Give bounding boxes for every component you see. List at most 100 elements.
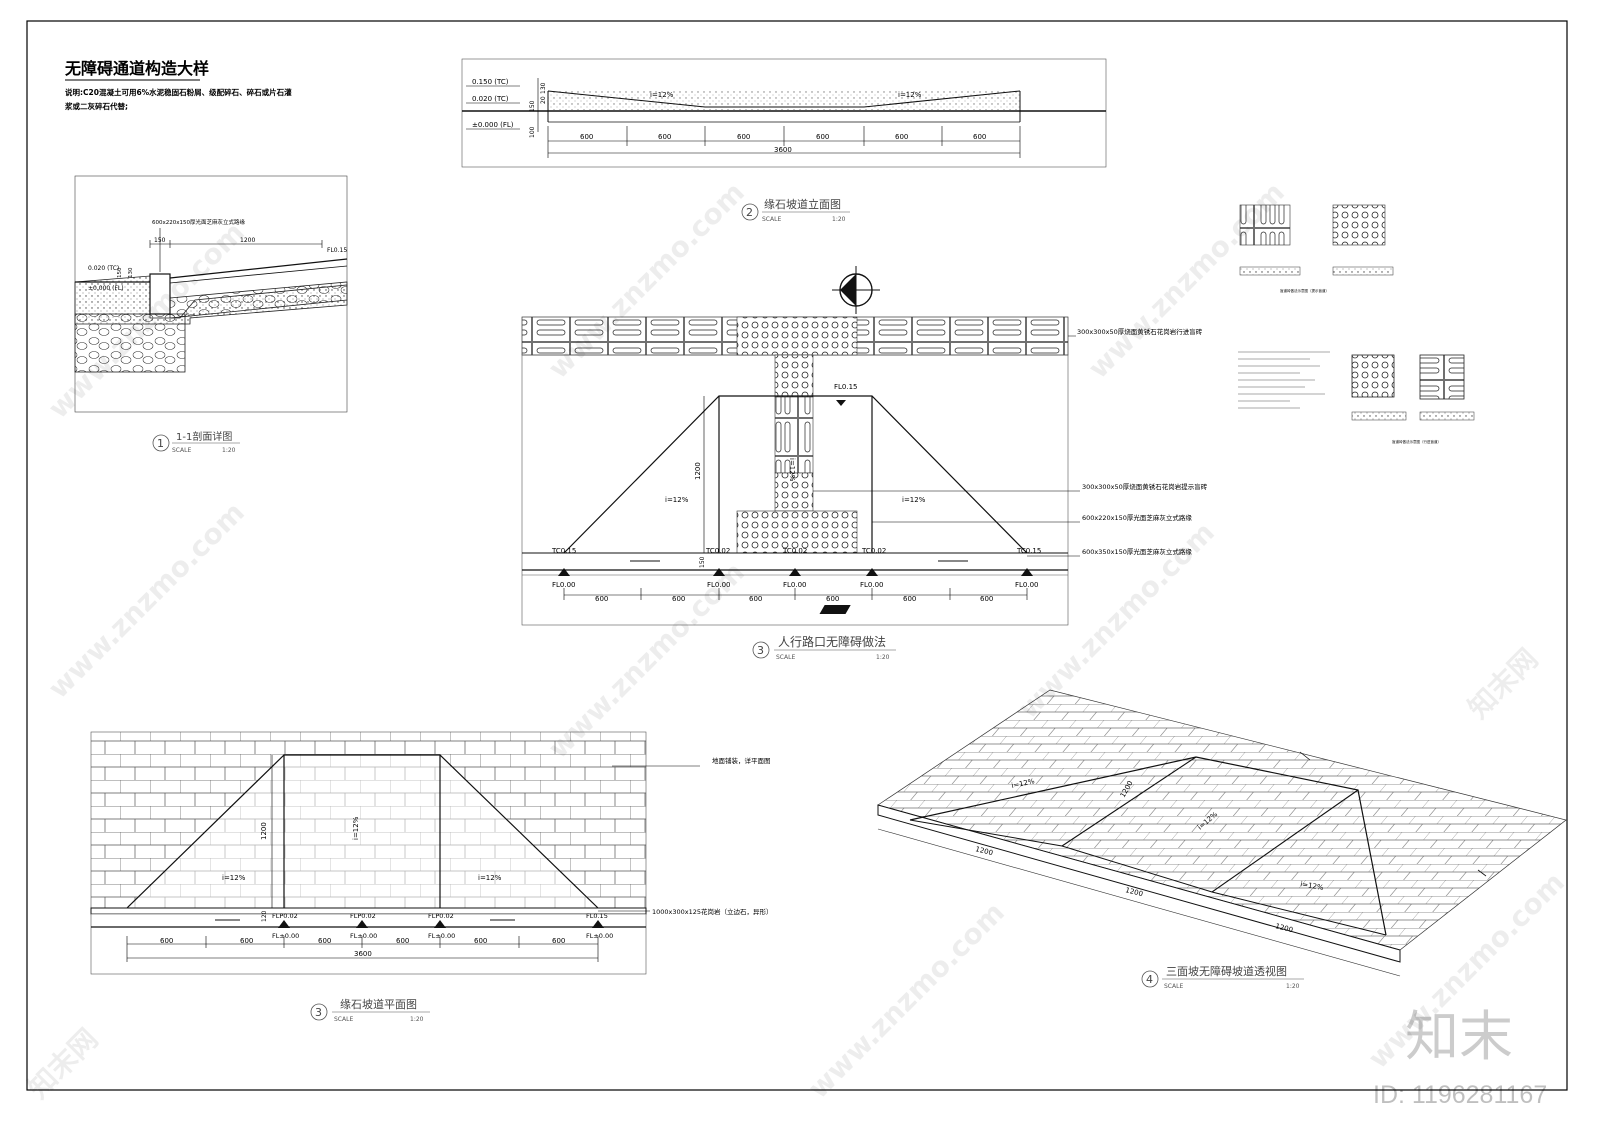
sheet-border <box>26 20 1568 1091</box>
watermark-brand: 知末 <box>1405 1007 1513 1067</box>
crossing-label-3: 600x220x150厚光面芝麻灰立式路缘 <box>1082 513 1192 522</box>
svg-text:600: 600 <box>973 133 986 141</box>
svg-text:600: 600 <box>737 133 750 141</box>
svg-text:600: 600 <box>240 937 253 945</box>
section-fl0: ±0.000 (FL) <box>88 285 124 292</box>
section-detail: 600x220x150厚光面芝麻灰立式路缘 150 1200 FL0.15 0.… <box>74 175 348 413</box>
svg-text:2: 2 <box>746 206 753 219</box>
svg-text:SCALE: SCALE <box>762 216 781 223</box>
crossing-label-2: 300x300x50厚烧面黄锈石花岗岩提示盲砖 <box>1082 482 1208 491</box>
svg-text:TC0.02: TC0.02 <box>782 547 807 555</box>
svg-text:600: 600 <box>895 133 908 141</box>
plan-slope-right: i=12% <box>478 874 502 882</box>
svg-text:130: 130 <box>540 82 547 94</box>
svg-text:600: 600 <box>474 937 487 945</box>
svg-text:600: 600 <box>396 937 409 945</box>
svg-text:www.znzmo.com: www.znzmo.com <box>1012 516 1221 725</box>
svg-text:20: 20 <box>540 96 547 104</box>
svg-text:600: 600 <box>749 595 762 603</box>
svg-text:600: 600 <box>580 133 593 141</box>
svg-text:600: 600 <box>595 595 608 603</box>
crossing-top-level: FL0.15 <box>834 383 858 391</box>
section-h1: 150 <box>117 267 123 278</box>
plan-total: 3600 <box>354 950 372 958</box>
tactile-mid-caption: 盲道砖做法示意图（行进盲道） <box>1392 439 1441 444</box>
svg-text:1:20: 1:20 <box>410 1016 424 1023</box>
sheet-title: 无障碍通道构造大样 <box>64 59 209 78</box>
crossing-caption: 3 人行路口无障碍做法 SCALE 1:20 <box>752 634 896 661</box>
svg-text:SCALE: SCALE <box>334 1016 353 1023</box>
svg-text:SCALE: SCALE <box>1164 983 1183 990</box>
elev-level-2: 0.020 (TC) <box>472 95 509 103</box>
svg-text:FL0.00: FL0.00 <box>552 581 576 589</box>
svg-text:150: 150 <box>529 100 536 112</box>
svg-text:150: 150 <box>699 556 706 568</box>
svg-text:FL0.00: FL0.00 <box>860 581 884 589</box>
crossing-slope-left: i=12% <box>665 496 689 504</box>
section-caption: 1 1-1剖面详图 SCALE 1:20 <box>152 430 240 454</box>
svg-text:知末网: 知末网 <box>1462 642 1545 725</box>
crossing-label-1: 300x300x50厚烧面黄锈石花岗岩行进盲砖 <box>1077 327 1203 336</box>
svg-text:1:20: 1:20 <box>1286 983 1300 990</box>
svg-text:FLP0.02: FLP0.02 <box>272 912 298 920</box>
section-h2: 130 <box>128 267 134 278</box>
svg-text:600: 600 <box>672 595 685 603</box>
svg-text:FL±0.00: FL±0.00 <box>428 932 455 940</box>
plan-label-2: 1000x300x125花岗岩（立边石，异形） <box>652 907 773 916</box>
svg-text:600: 600 <box>160 937 173 945</box>
svg-text:100: 100 <box>529 126 536 138</box>
crossing-title: 人行路口无障碍做法 <box>778 634 886 649</box>
svg-text:www.znzmo.com: www.znzmo.com <box>42 496 251 705</box>
svg-text:TC0.15: TC0.15 <box>551 547 576 555</box>
tactile-detail-mid: 盲道砖做法示意图（行进盲道） <box>1238 351 1475 444</box>
plan-slope-mid: i=12% <box>352 816 360 840</box>
svg-text:SCALE: SCALE <box>776 654 795 661</box>
plan-label-1: 地面铺装，详平面图 <box>712 756 771 765</box>
svg-text:600: 600 <box>903 595 916 603</box>
svg-text:TC0.15: TC0.15 <box>1016 547 1041 555</box>
svg-text:SCALE: SCALE <box>172 447 191 454</box>
svg-text:600: 600 <box>658 133 671 141</box>
svg-text:1200: 1200 <box>694 462 702 480</box>
svg-text:www.znzmo.com: www.znzmo.com <box>1082 176 1291 385</box>
plan-slope-left: i=12% <box>222 874 246 882</box>
svg-text:FL0.00: FL0.00 <box>783 581 807 589</box>
svg-text:1:20: 1:20 <box>876 654 890 661</box>
elev-slope-left: i=12% <box>650 91 674 99</box>
plan-title: 缘石坡道平面图 <box>340 997 417 1011</box>
svg-text:FL0.00: FL0.00 <box>707 581 731 589</box>
tactile-top-caption: 盲道砖做法示意图（提示盲道） <box>1280 288 1329 293</box>
tactile-detail-top: 盲道砖做法示意图（提示盲道） <box>1239 204 1394 293</box>
svg-text:www.znzmo.com: www.znzmo.com <box>42 216 251 425</box>
persp-slope-right: i=12% <box>1300 880 1325 892</box>
section-fl: FL0.15 <box>327 247 347 254</box>
crossing-slope-mid: i=12% <box>788 458 796 482</box>
note-line-1: 说明:C20混凝土可用6%水泥稳固石粉屑、级配碎石、碎石或片石灌 <box>65 87 292 97</box>
svg-text:FL±0.00: FL±0.00 <box>586 932 613 940</box>
svg-text:1200: 1200 <box>260 822 268 840</box>
svg-text:1:20: 1:20 <box>832 216 846 223</box>
svg-text:600: 600 <box>816 133 829 141</box>
perspective-title: 三面坡无障碍坡道透视图 <box>1166 964 1287 978</box>
crossing-slope-right: i=12% <box>902 496 926 504</box>
perspective-caption: 4 三面坡无障碍坡道透视图 SCALE 1:20 <box>1141 964 1304 990</box>
curb-elevation: 0.150 (TC) 0.020 (TC) ±0.000 (FL) 20 130… <box>461 58 1107 168</box>
section-dim-150: 150 <box>154 237 166 244</box>
svg-text:FL0.15: FL0.15 <box>586 912 608 920</box>
ramp-perspective: 1200 1200 1200 1200 i=12% i=12% i=12% <box>877 689 1567 977</box>
svg-text:FL0.00: FL0.00 <box>1015 581 1039 589</box>
elevation-title: 缘石坡道立面图 <box>764 197 841 211</box>
svg-text:600: 600 <box>826 595 839 603</box>
elev-total: 3600 <box>774 146 792 154</box>
svg-text:600: 600 <box>552 937 565 945</box>
svg-text:FLP0.02: FLP0.02 <box>350 912 376 920</box>
svg-text:600: 600 <box>318 937 331 945</box>
svg-text:知末网: 知末网 <box>22 1022 105 1105</box>
svg-text:TC0.02: TC0.02 <box>861 547 886 555</box>
elevation-caption: 2 缘石坡道立面图 SCALE 1:20 <box>741 197 850 223</box>
svg-text:FL±0.00: FL±0.00 <box>350 932 377 940</box>
svg-text:www.znzmo.com: www.znzmo.com <box>802 896 1011 1105</box>
curb-ramp-plan: 地面铺装，详平面图 1000x300x125花岗岩（立边石，异形） 1200 1… <box>90 731 773 975</box>
elev-slope-right: i=12% <box>898 91 922 99</box>
